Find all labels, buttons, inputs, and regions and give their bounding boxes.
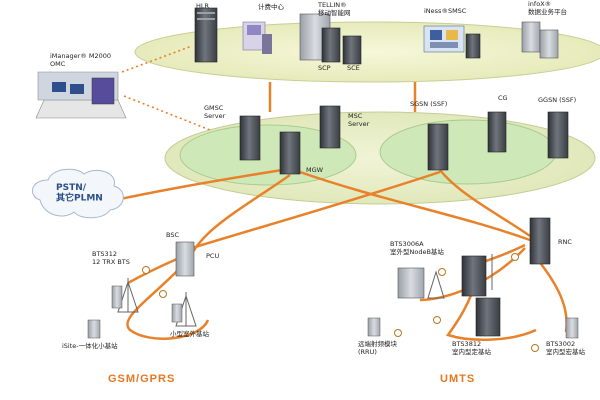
nodeb-indoor-icon xyxy=(461,254,493,297)
cs-domain-plate xyxy=(179,124,357,186)
billing-center-icon xyxy=(242,21,272,54)
smsc-icon xyxy=(423,25,481,59)
ggsn-server-icon xyxy=(547,111,569,159)
pstn-label: PSTN/其它PLMN xyxy=(56,183,103,204)
bts3006a-icon xyxy=(397,267,445,299)
outdoor-bts-label: 小型室外基站 xyxy=(170,329,210,338)
infox-server-icon xyxy=(521,21,559,59)
sce-label: SCE xyxy=(347,64,360,72)
bsc-label: BSC xyxy=(166,231,179,239)
cg-label: CG xyxy=(498,94,508,102)
isite-icon xyxy=(87,319,101,339)
cg-server-icon xyxy=(487,111,507,153)
billing-center-label: 计费中心 xyxy=(258,2,285,11)
gsm-section-label: GSM/GPRS xyxy=(108,373,175,385)
ggsn-label: GGSN (SSF) xyxy=(538,96,576,104)
gmsc-server-icon xyxy=(239,115,261,161)
scp-label: SCP xyxy=(318,64,331,72)
pstn-cloud-icon xyxy=(32,168,124,219)
infox-label: infoX®数据业务平台 xyxy=(528,0,567,16)
rru-icon xyxy=(367,317,381,337)
smsc-label: iNess®SMSC xyxy=(424,7,467,15)
outdoor-bts-icon xyxy=(171,292,197,327)
mgw-icon xyxy=(279,131,301,175)
bts3002-icon xyxy=(565,317,579,339)
pcu-label: PCU xyxy=(206,252,219,260)
rnc-label: RNC xyxy=(558,238,572,246)
bts3812-icon xyxy=(475,297,501,337)
isite-label: iSite-一体化小基站 xyxy=(62,341,118,350)
sgsn-label: SGSN (SSF) xyxy=(410,100,447,108)
sgsn-server-icon xyxy=(427,123,449,171)
rru-label: 远端射频模块(RRU) xyxy=(358,339,398,356)
bts312-tower-icon xyxy=(111,278,139,313)
msc-server-icon xyxy=(319,105,341,149)
hlr-server-icon xyxy=(194,7,218,63)
hlr-label: HLR xyxy=(196,2,210,10)
mgw-label: MGW xyxy=(306,166,324,174)
umts-section-label: UMTS xyxy=(440,373,475,385)
omc-workstation-icon xyxy=(35,71,127,119)
rnc-icon xyxy=(529,217,551,265)
bsc-icon xyxy=(175,241,195,277)
ps-domain-plate xyxy=(379,119,557,185)
tellin-label: TELLIN®移动智能网 xyxy=(317,1,351,17)
tellin-server-icon xyxy=(299,13,362,65)
